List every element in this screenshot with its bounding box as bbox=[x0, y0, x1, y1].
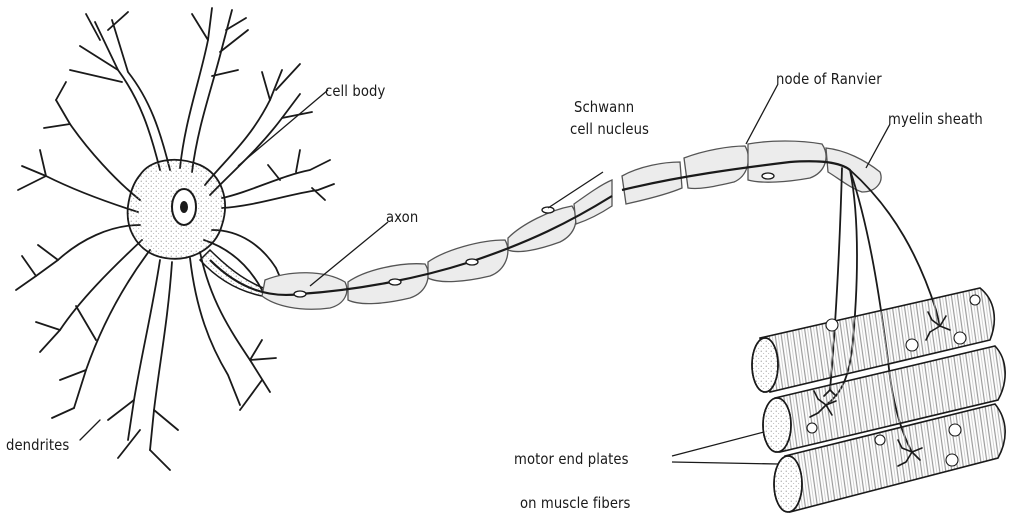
label-dendrites: dendrites bbox=[6, 436, 69, 454]
label-schwann: Schwann bbox=[574, 98, 634, 116]
myelin-segments bbox=[262, 141, 881, 309]
label-cell-body: cell body bbox=[325, 82, 385, 100]
label-motor-end-plates: motor end plates bbox=[514, 450, 629, 468]
nucleolus bbox=[180, 201, 188, 213]
muscle-fibers bbox=[752, 288, 1005, 512]
label-node-of-ranvier: node of Ranvier bbox=[776, 70, 882, 88]
label-schwann-cell-nucleus: cell nucleus bbox=[570, 120, 649, 138]
label-axon: axon bbox=[386, 208, 418, 226]
label-on-muscle-fibers: on muscle fibers bbox=[520, 494, 631, 512]
label-myelin-sheath: myelin sheath bbox=[888, 110, 983, 128]
